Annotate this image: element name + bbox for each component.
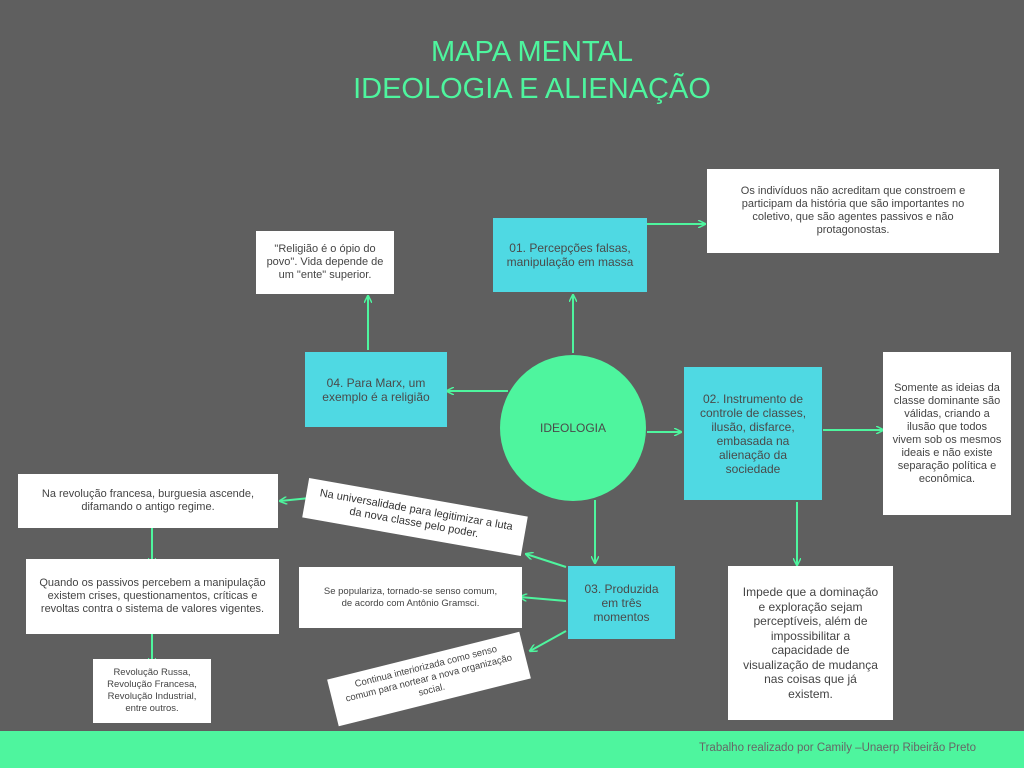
- node-02-instrumento: 02. Instrumento de controle de classes, …: [684, 367, 822, 500]
- node-02-label: 02. Instrumento de controle de classes, …: [699, 391, 807, 476]
- center-label: IDEOLOGIA: [539, 421, 607, 435]
- note-02-below: Impede que a dominação e exploração seja…: [728, 566, 893, 720]
- map-title-line2: IDEOLOGIA E ALIENAÇÃO: [353, 73, 711, 105]
- node-03-label: 03. Produzida em três momentos: [584, 581, 659, 624]
- node-01-label: 01. Percepções falsas, manipulação em ma…: [506, 241, 634, 269]
- node-01-percepcoes: 01. Percepções falsas, manipulação em ma…: [493, 218, 647, 292]
- note-crises-text: Quando os passivos percebem a manipulaçã…: [39, 577, 266, 615]
- note-01-detail: Os indivíduos não acreditam que constroe…: [707, 169, 999, 253]
- note-revolutions-text: Revolução Russa, Revolução Francesa, Rev…: [107, 667, 197, 714]
- node-03-produzida: 03. Produzida em três momentos: [568, 566, 675, 639]
- note-02-right-text: Somente as ideias da classe dominante sã…: [892, 381, 1002, 485]
- note-french-revolution: Na revolução francesa, burguesia ascende…: [18, 474, 278, 528]
- note-02-right: Somente as ideias da classe dominante sã…: [883, 352, 1011, 515]
- footer-credit: Trabalho realizado por Camily –Unaerp Ri…: [699, 742, 976, 754]
- note-french-revolution-text: Na revolução francesa, burguesia ascende…: [41, 488, 255, 513]
- note-02-below-text: Impede que a dominação e exploração seja…: [742, 585, 879, 701]
- note-moment-2-text: Se populariza, tornado-se senso comum, d…: [323, 585, 498, 609]
- footer-bar: Trabalho realizado por Camily –Unaerp Ri…: [0, 731, 1024, 768]
- note-01-detail-text: Os indivíduos não acreditam que constroe…: [740, 185, 966, 236]
- note-moment-2: Se populariza, tornado-se senso comum, d…: [299, 567, 522, 628]
- note-crises: Quando os passivos percebem a manipulaçã…: [26, 559, 279, 634]
- note-04-religiao: "Religião é o ópio do povo". Vida depend…: [256, 231, 394, 294]
- center-ideologia: IDEOLOGIA: [500, 355, 646, 501]
- node-04-marx: 04. Para Marx, um exemplo é a religião: [305, 352, 447, 427]
- arrow-03-to-m2: [520, 597, 567, 602]
- map-title-line1: MAPA MENTAL: [431, 36, 633, 68]
- node-04-label: 04. Para Marx, um exemplo é a religião: [322, 375, 430, 404]
- note-04-religiao-text: "Religião é o ópio do povo". Vida depend…: [266, 243, 384, 281]
- note-revolutions: Revolução Russa, Revolução Francesa, Rev…: [93, 659, 211, 723]
- arrow-03-to-m1: [526, 554, 567, 568]
- arrow-03-to-m3: [530, 630, 567, 651]
